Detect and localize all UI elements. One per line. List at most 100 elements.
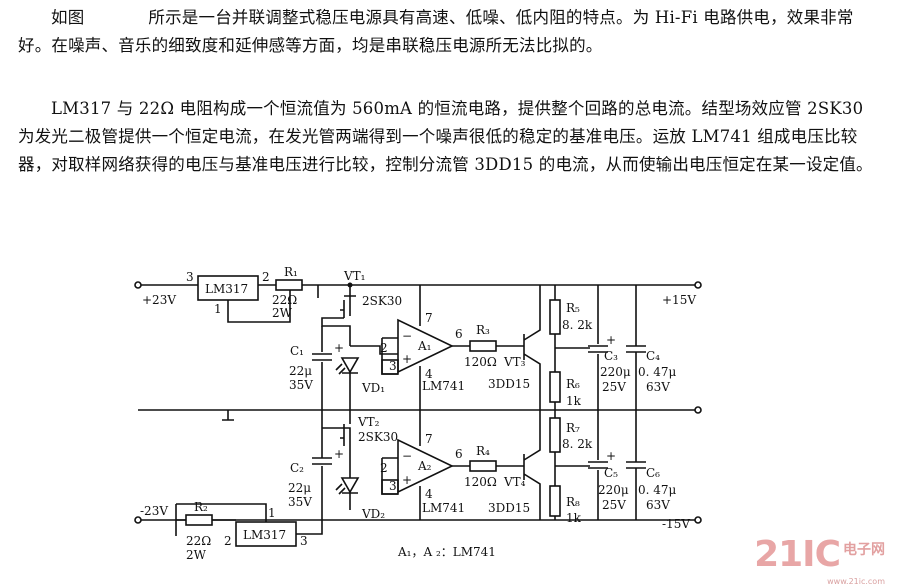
a1-plus: + — [402, 352, 412, 366]
c6-voltage: 63V — [646, 498, 670, 512]
c5-plus: + — [606, 449, 616, 463]
c2-plus: + — [334, 447, 344, 461]
c3-plus: + — [606, 333, 616, 347]
r2-label: R₂ — [194, 500, 208, 514]
r2-power: 2W — [186, 548, 207, 562]
vt3-part: 3DD15 — [488, 377, 530, 391]
a2-minus: − — [402, 449, 412, 463]
r7-label: R₇ — [566, 421, 580, 435]
lm317-bottom-pin2: 2 — [224, 534, 232, 548]
a2-plus: + — [402, 473, 412, 487]
intro-body: 所示是一台并联调整式稳压电源具有高速、低噪、低内阻的特点。为 Hi-Fi 电路供… — [18, 8, 854, 55]
r1-label: R₁ — [284, 265, 298, 279]
vt2-part: 2SK30 — [358, 430, 398, 444]
output-pos-terminal — [694, 281, 702, 289]
a1-pin2: 2 — [380, 341, 388, 355]
a2-pin6: 6 — [455, 447, 463, 461]
output-neg-label: -15V — [662, 517, 690, 531]
c2-label: C₂ — [290, 461, 304, 475]
vd1-label: VD₁ — [361, 381, 385, 395]
r7 — [549, 417, 561, 453]
a2-pin2: 2 — [380, 461, 388, 475]
c3-value: 220μ — [600, 365, 631, 379]
r6 — [549, 371, 561, 403]
vt4-label: VT₄ — [503, 475, 526, 489]
r5-value: 8. 2k — [562, 318, 593, 332]
r8-label: R₈ — [566, 495, 580, 509]
vt4-part: 3DD15 — [488, 501, 530, 515]
r3-label: R₃ — [476, 323, 490, 337]
ground-terminal — [694, 406, 702, 414]
watermark-url: www.21ic.com — [827, 577, 885, 586]
r3 — [469, 340, 497, 352]
a1-minus: − — [402, 329, 412, 343]
a2-pin4: 4 — [425, 487, 433, 501]
vt1-label: VT₁ — [343, 269, 365, 283]
output-neg-terminal — [694, 516, 702, 524]
a2-label: A₂ — [417, 459, 432, 473]
a2-pin3: 3 — [389, 479, 397, 493]
lm317-top-pin3: 3 — [186, 270, 194, 284]
a1-pin7: 7 — [425, 311, 433, 325]
c6-value: 0. 47μ — [638, 483, 677, 497]
r8-value: 1k — [566, 511, 582, 525]
r2 — [185, 514, 213, 526]
a2-opamp — [397, 438, 454, 494]
lm317-top-pin1: 1 — [214, 302, 222, 316]
r4-label: R₄ — [476, 444, 490, 458]
lm317-bottom-pin3: 3 — [300, 534, 308, 548]
c2-value: 22μ — [288, 481, 311, 495]
a1-opamp — [397, 318, 454, 374]
c3-voltage: 25V — [602, 380, 626, 394]
r5-label: R₅ — [566, 301, 580, 315]
r6-value: 1k — [566, 394, 582, 408]
input-neg-label: -23V — [140, 504, 168, 518]
r5 — [549, 299, 561, 335]
schematic-caption: A₁，A ₂：LM741 — [397, 545, 496, 559]
r4 — [469, 460, 497, 472]
a2-pin7: 7 — [425, 432, 433, 446]
a2-part: LM741 — [422, 501, 465, 515]
a1-part: LM741 — [422, 379, 465, 393]
r1-value: 22Ω — [272, 293, 297, 307]
c1-label: C₁ — [290, 344, 304, 358]
c4-voltage: 63V — [646, 380, 670, 394]
paragraph-intro: 如图所示是一台并联调整式稳压电源具有高速、低噪、低内阻的特点。为 Hi-Fi 电… — [18, 4, 884, 60]
a1-pin3: 3 — [389, 359, 397, 373]
lm317-bottom-pin1: 1 — [268, 506, 276, 520]
vt2-label: VT₂ — [357, 415, 380, 429]
c3-label: C₃ — [604, 349, 618, 363]
c1-voltage: 35V — [289, 378, 313, 392]
paragraph-description: LM317 与 22Ω 电阻构成一个恒流值为 560mA 的恒流电路，提供整个回… — [18, 99, 873, 174]
r2-value: 22Ω — [186, 534, 211, 548]
c1-plus: + — [334, 341, 344, 355]
c4-value: 0. 47μ — [638, 365, 677, 379]
input-pos-label: +23V — [142, 293, 176, 307]
lm317-bottom-label: LM317 — [243, 528, 286, 542]
c5-value: 220μ — [598, 483, 629, 497]
r8 — [549, 485, 561, 517]
watermark-cn: 电子网 — [843, 542, 885, 558]
r4-value: 120Ω — [464, 475, 497, 489]
circuit-schematic: LM317 3 2 1 R₁ 22Ω 2W VT₁ 2SK30 C₁ + 22μ… — [134, 265, 702, 562]
vd2-label: VD₂ — [361, 507, 385, 521]
c5-voltage: 25V — [602, 498, 626, 512]
a1-pin6: 6 — [455, 327, 463, 341]
intro-lead: 如图 — [51, 8, 85, 27]
c6-label: C₆ — [646, 466, 660, 480]
vt3-label: VT₃ — [503, 355, 526, 369]
lm317-top-pin2: 2 — [262, 270, 270, 284]
r3-value: 120Ω — [464, 355, 497, 369]
c2-voltage: 35V — [288, 495, 312, 509]
vt1-part: 2SK30 — [362, 294, 402, 308]
r1-power: 2W — [272, 306, 293, 320]
c4-label: C₄ — [646, 349, 660, 363]
r1 — [275, 279, 303, 291]
c5-label: C₅ — [604, 466, 618, 480]
r6-label: R₆ — [566, 377, 580, 391]
r7-value: 8. 2k — [562, 437, 593, 451]
watermark: 21IC 电子网 www.21ic.com — [754, 534, 885, 586]
watermark-logo: 21IC — [754, 534, 841, 575]
a1-pin4: 4 — [425, 367, 433, 381]
input-pos-terminal — [134, 281, 142, 289]
